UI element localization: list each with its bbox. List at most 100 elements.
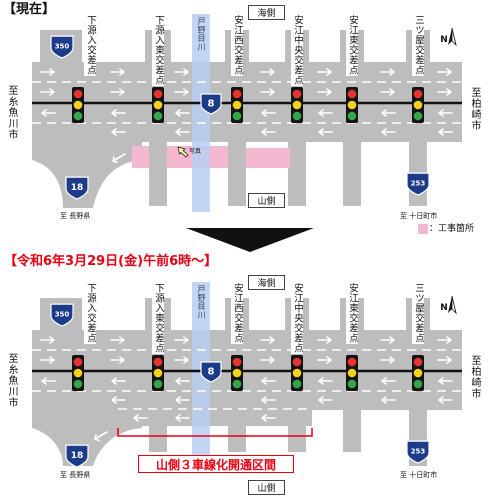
lane-arrow-icon xyxy=(174,356,189,364)
route-number: 18 xyxy=(71,183,84,193)
route-shield-icon: 350 xyxy=(50,303,74,327)
mountain-side-label: 山側 xyxy=(248,480,285,495)
cross-street-mountain-side xyxy=(288,140,306,206)
route-shield-icon: 18 xyxy=(65,444,89,468)
traffic-signal-icon xyxy=(152,87,164,123)
lane-arrow-icon xyxy=(380,356,395,364)
lane-arrow-icon xyxy=(174,336,189,344)
north-label: N xyxy=(440,35,448,45)
construction-area xyxy=(246,148,290,168)
lane-arrow-icon xyxy=(381,109,396,117)
signal-lamp xyxy=(292,89,302,99)
intersection-label: 安江西交差点 xyxy=(231,282,243,344)
lane-arrow-icon xyxy=(318,109,333,117)
signal-lamp xyxy=(232,100,242,110)
signal-lamp xyxy=(413,111,423,121)
south-destination-tokamachi: 至 十日町市 xyxy=(400,212,438,220)
signal-lamp xyxy=(232,89,242,99)
traffic-signal-icon xyxy=(152,355,164,391)
signal-lamp xyxy=(153,111,163,121)
lane-arrow-icon xyxy=(175,414,190,422)
route-number: 350 xyxy=(55,42,70,50)
river-label: 戸野目川 xyxy=(197,17,206,51)
river-strip xyxy=(192,282,210,473)
route-shield-shape xyxy=(200,93,222,115)
lane-arrow-icon xyxy=(175,109,190,117)
lane-arrow-icon xyxy=(41,109,56,117)
lane-arrow-icon xyxy=(318,396,333,404)
lane-arrow-icon xyxy=(261,377,276,385)
traffic-signal-icon xyxy=(346,355,358,391)
intersection-label: 下源入東交差点 xyxy=(152,14,164,86)
lane-arrow-icon xyxy=(438,128,453,136)
signal-lamp xyxy=(153,357,163,367)
lane-arrow-icon xyxy=(438,396,453,404)
lane-arrow-icon xyxy=(110,68,125,76)
intersection-label: 安江東交差点 xyxy=(346,14,358,76)
lane-arrow-icon xyxy=(437,336,452,344)
intersection-label: 安江中央交差点 xyxy=(291,282,303,354)
signal-lamp xyxy=(347,379,357,389)
south-destination-nagano: 至 長野県 xyxy=(60,471,91,479)
turn-arrow-icon xyxy=(94,431,108,442)
north-arrow-light-half xyxy=(451,27,457,47)
route-shield-shape xyxy=(200,361,222,383)
route-shield-shape xyxy=(65,444,89,468)
traffic-signal-icon xyxy=(231,355,243,391)
traffic-signal-icon xyxy=(72,87,84,123)
sea-side-label: 海側 xyxy=(248,275,285,290)
signal-lamp xyxy=(292,111,302,121)
east-destination-label: 至柏崎市 xyxy=(469,355,480,399)
north-arrow-icon: N xyxy=(440,295,457,315)
north-arrow-dark-half xyxy=(448,296,452,313)
lane-arrow-icon xyxy=(133,414,148,422)
current-status-title: 【現在】 xyxy=(3,2,56,17)
signal-lamp xyxy=(413,357,423,367)
lane-arrow-icon xyxy=(261,109,276,117)
lane-arrow-icon xyxy=(317,68,332,76)
lane-arrow-icon xyxy=(260,88,275,96)
lane-arrow-icon xyxy=(110,356,125,364)
river-label: 戸野目川 xyxy=(197,285,206,319)
lane-arrow-icon xyxy=(261,414,276,422)
turn-arrow-icon xyxy=(112,153,126,164)
north-arrow-icon: N xyxy=(440,27,457,47)
opened-section-bracket xyxy=(117,428,313,437)
intersection-label: 三ツ屋交差点 xyxy=(412,14,424,76)
river-strip xyxy=(192,14,210,212)
signal-lamp xyxy=(232,368,242,378)
signal-lamp xyxy=(347,89,357,99)
north-arrow-light-half xyxy=(451,295,457,315)
lane-arrow-icon xyxy=(380,68,395,76)
added-mountain-side-lane xyxy=(118,408,312,426)
route-number: 350 xyxy=(55,310,70,318)
route-shield-shape xyxy=(406,440,430,464)
route-shield-icon: 253 xyxy=(406,172,430,196)
north-label: N xyxy=(440,303,448,313)
lane-arrow-icon xyxy=(260,336,275,344)
signal-lamp xyxy=(347,100,357,110)
cross-street-mountain-side xyxy=(343,408,361,452)
lane-arrow-icon xyxy=(111,128,126,136)
lane-arrow-icon xyxy=(438,109,453,117)
lane-arrow-icon xyxy=(40,68,55,76)
future-opening-title: 【令和6年3月29日(金)午前6時～】 xyxy=(4,254,218,269)
route-shield-shape xyxy=(50,303,74,327)
route-shield-shape xyxy=(406,172,430,196)
mountain-side-label: 山側 xyxy=(248,193,285,208)
construction-area xyxy=(132,146,149,168)
signal-lamp xyxy=(347,111,357,121)
south-destination-nagano: 至 長野県 xyxy=(60,212,91,220)
traffic-signal-icon xyxy=(72,355,84,391)
cross-street-mountain-side xyxy=(343,140,361,206)
route-shield-shape xyxy=(50,35,74,59)
lane-arrow-icon xyxy=(437,68,452,76)
signal-lamp xyxy=(347,357,357,367)
intersection-label: 安江東交差点 xyxy=(346,282,358,344)
lane-arrow-icon xyxy=(111,377,126,385)
signal-lamp xyxy=(413,368,423,378)
lane-arrow-icon xyxy=(110,88,125,96)
pointing-hand-icon xyxy=(177,146,189,158)
lane-arrow-icon xyxy=(380,336,395,344)
